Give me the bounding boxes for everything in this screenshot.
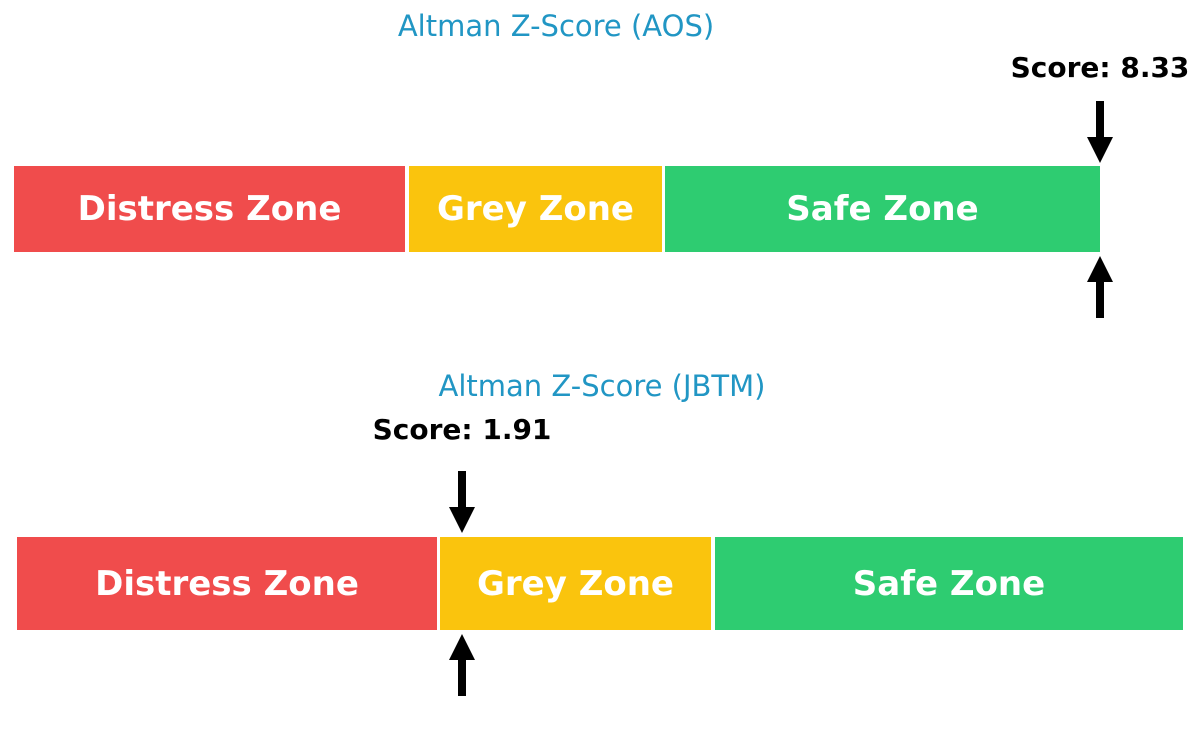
safe-zone-label: Safe Zone bbox=[852, 563, 1046, 604]
grey-zone-segment: Grey Zone bbox=[409, 166, 662, 252]
chart-title-jbtm: Altman Z-Score (JBTM) bbox=[438, 369, 766, 403]
distress-zone-segment: Distress Zone bbox=[17, 537, 437, 630]
distress-zone-label: Distress Zone bbox=[77, 189, 342, 229]
zone-bar-jbtm: Distress Zone Grey Zone Safe Zone bbox=[17, 537, 1183, 630]
score-arrow-up-icon bbox=[447, 634, 477, 696]
score-label-aos: Score: 8.33 bbox=[1010, 51, 1190, 84]
safe-zone-segment: Safe Zone bbox=[665, 166, 1100, 252]
score-arrow-down-icon bbox=[447, 471, 477, 533]
chart-title-aos: Altman Z-Score (AOS) bbox=[397, 9, 715, 43]
score-label-jbtm: Score: 1.91 bbox=[372, 413, 552, 446]
safe-zone-label: Safe Zone bbox=[786, 189, 979, 229]
score-arrow-up-icon bbox=[1085, 256, 1115, 318]
score-arrow-down-icon bbox=[1085, 101, 1115, 163]
grey-zone-segment: Grey Zone bbox=[440, 537, 711, 630]
grey-zone-label: Grey Zone bbox=[436, 189, 634, 229]
zone-bar-aos: Distress Zone Grey Zone Safe Zone bbox=[14, 166, 1100, 252]
distress-zone-label: Distress Zone bbox=[95, 563, 359, 604]
grey-zone-label: Grey Zone bbox=[476, 563, 674, 604]
safe-zone-segment: Safe Zone bbox=[715, 537, 1183, 630]
distress-zone-segment: Distress Zone bbox=[14, 166, 405, 252]
